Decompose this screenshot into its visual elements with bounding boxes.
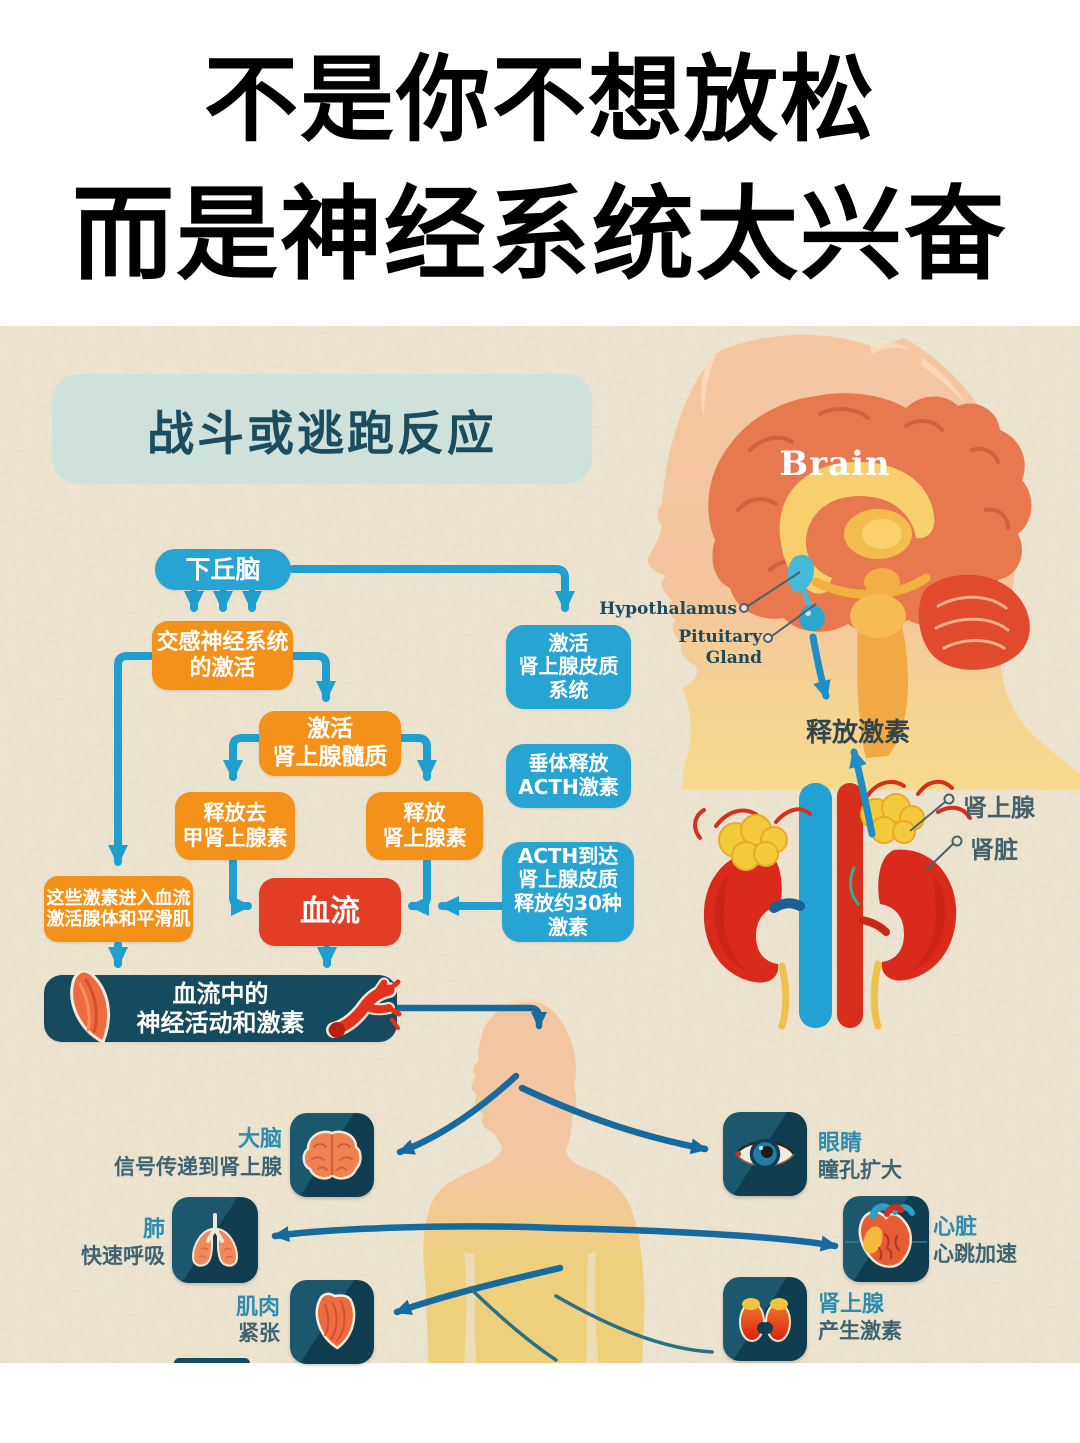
tile-lung [172,1197,258,1283]
box-adrenal-medulla: 激活 肾上腺髓质 [259,711,401,776]
box-hormones-enter-blood: 这些激素进入血流 激活腺体和平滑肌 [44,876,193,942]
organ-name-brain: 大脑 [237,1127,282,1152]
lungs-icon [191,1213,239,1267]
organ-name-muscle: 肌肉 [235,1295,280,1320]
organ-desc-muscle: 紧张 [238,1321,280,1345]
box-epinephrine: 释放 肾上腺素 [366,792,483,860]
organ-desc-lung: 快速呼吸 [81,1244,165,1268]
brain-icon [302,1130,362,1180]
box-bloodstream: 血流 [259,878,401,946]
tile-heart [843,1196,929,1282]
organ-name-adrenal: 肾上腺 [818,1292,885,1317]
cutoff-tile-sliver [174,1358,250,1363]
tile-eye [723,1112,807,1196]
organ-name-eye: 眼睛 [818,1131,863,1156]
adrenal-gland-label: 肾上腺 [963,794,1035,822]
tile-adrenal [723,1277,807,1361]
release-hormones-label: 释放激素 [806,718,911,748]
page-title-line2: 而是神经系统太兴奋 [72,176,1008,295]
tile-muscle [290,1280,374,1364]
organ-name-lung: 肺 [142,1217,165,1242]
pituitary-gland-label: Pituitary Gland [678,627,762,669]
brain-word-label: Brain [779,444,891,484]
kidney-label: 肾脏 [970,836,1018,864]
muscle-tile-icon [315,1292,356,1350]
eye-icon [735,1138,795,1170]
box-adrenal-cortex-system: 激活 肾上腺皮质 系统 [506,625,631,709]
hypothalamus-label: Hypothalamus [599,599,737,619]
flowchart-header: 战斗或逃跑反应 [52,374,592,484]
tile-brain [290,1113,374,1197]
flowchart-header-text: 战斗或逃跑反应 [147,406,497,462]
box-acth-reaches-cortex: ACTH到达 肾上腺皮质 释放约30种 激素 [502,842,634,942]
organ-desc-brain: 信号传递到肾上腺 [114,1155,282,1179]
organ-desc-heart: 心跳加速 [933,1242,1017,1266]
box-sympathetic-activation: 交感神经系统 的激活 [152,621,293,690]
organ-desc-adrenal: 产生激素 [818,1319,902,1343]
box-norepinephrine: 释放去 甲肾上腺素 [175,792,295,860]
heart-icon [845,1203,927,1268]
box-pituitary-acth: 垂体释放 ACTH激素 [506,744,631,808]
organ-desc-eye: 瞳孔扩大 [818,1158,902,1182]
box-blood-activity: 血流中的 神经活动和激素 [44,975,397,1042]
organ-name-heart: 心脏 [933,1215,978,1240]
box-hypothalamus: 下丘脑 [155,549,291,590]
page-title-line1: 不是你不想放松 [203,46,876,155]
adrenal-kidneys-icon [739,1298,791,1342]
